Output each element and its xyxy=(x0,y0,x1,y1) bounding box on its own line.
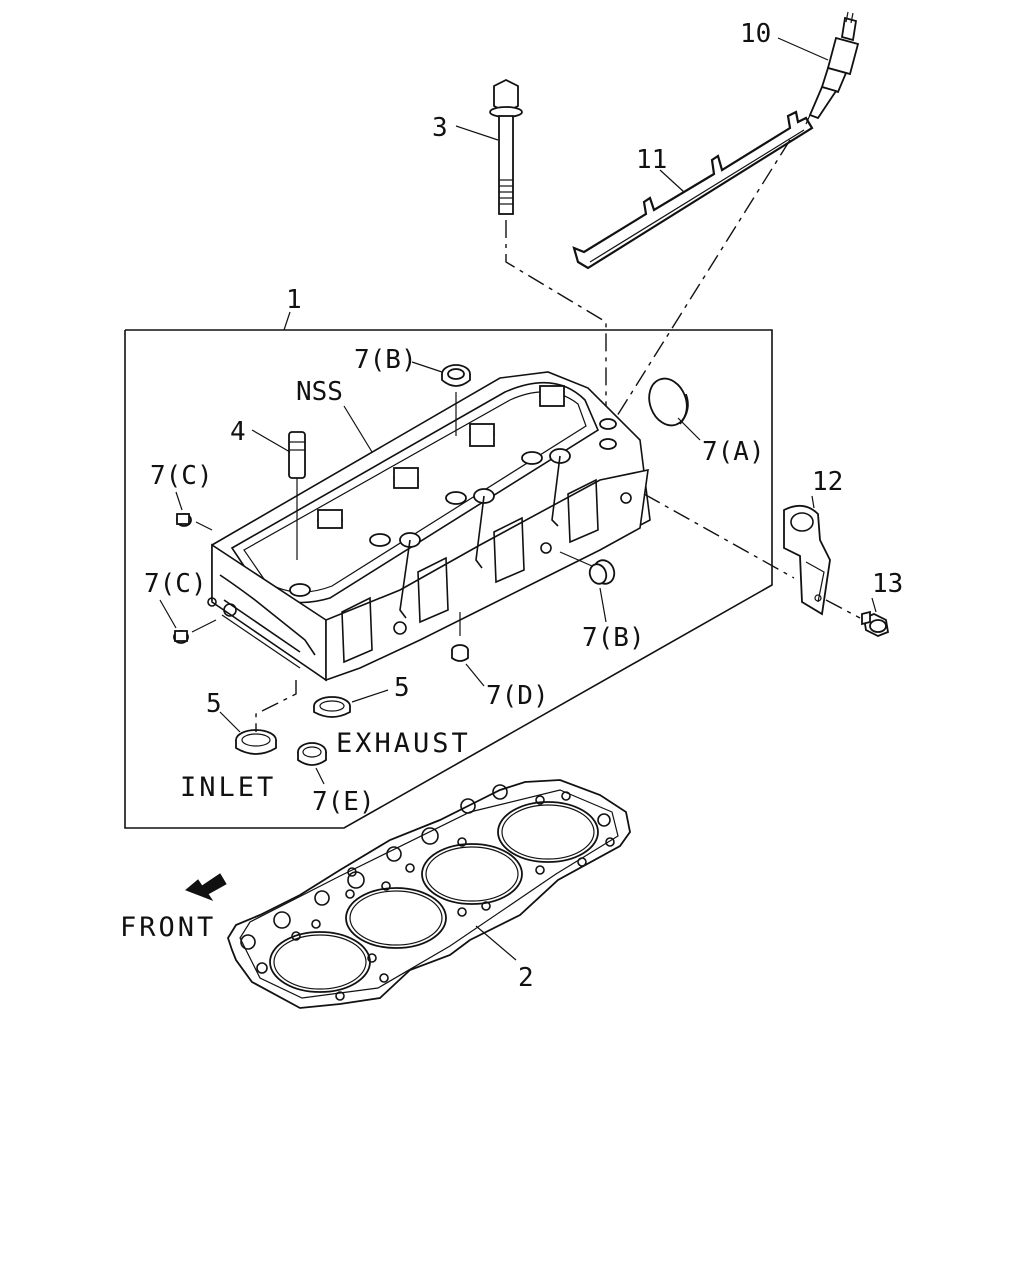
axis-7c-lower xyxy=(191,619,217,633)
callout-7d: 7(D) xyxy=(486,681,549,711)
plug-7c-upper xyxy=(176,513,192,527)
valve-guide xyxy=(288,431,306,479)
valve-seat-inlet xyxy=(235,729,277,755)
plug-7d xyxy=(451,644,469,662)
leader-7c-lower xyxy=(159,599,177,629)
connector-plate xyxy=(572,110,814,270)
plug-7e xyxy=(297,742,327,766)
callout-7c-upper: 7(C) xyxy=(150,461,213,491)
callout-4: 4 xyxy=(230,417,246,447)
callout-10: 10 xyxy=(740,19,771,49)
leader-12 xyxy=(811,495,815,509)
callout-5-inlet: 5 xyxy=(206,689,222,719)
axis-7c-upper xyxy=(195,521,213,531)
leader-13 xyxy=(871,597,877,613)
callout-7a: 7(A) xyxy=(702,437,765,467)
dash-connector-to-head xyxy=(601,139,791,441)
leader-4 xyxy=(251,429,291,453)
leader-11 xyxy=(659,169,685,193)
callout-7c-lower: 7(C) xyxy=(144,569,207,599)
expansion-plug-7a xyxy=(648,377,689,427)
arrow-down-left-icon xyxy=(185,873,227,902)
cylinder-head xyxy=(207,371,651,682)
callout-2: 2 xyxy=(518,963,534,993)
leader-7c-upper xyxy=(175,491,183,511)
callout-11: 11 xyxy=(636,145,667,175)
callout-12: 12 xyxy=(812,467,843,497)
callout-7b-top: 7(B) xyxy=(354,345,417,375)
callout-5-exhaust: 5 xyxy=(394,673,410,703)
label-front: FRONT xyxy=(120,912,216,943)
callout-7b-lower: 7(B) xyxy=(582,623,645,653)
plug-7b-lower xyxy=(588,559,616,585)
leader-1 xyxy=(283,311,291,331)
leader-3 xyxy=(455,125,499,141)
dash-bolt-to-head xyxy=(505,220,607,440)
callout-1: 1 xyxy=(286,285,302,315)
callout-7e: 7(E) xyxy=(312,787,375,817)
lifting-bracket xyxy=(783,504,831,616)
dash-bracket xyxy=(643,493,795,579)
leader-2 xyxy=(475,925,517,961)
label-inlet: INLET xyxy=(180,772,276,803)
leader-7e xyxy=(315,767,325,785)
axis-13 xyxy=(825,599,861,619)
glow-plug xyxy=(805,11,860,125)
bracket-bolt xyxy=(861,610,890,637)
leader-nss xyxy=(343,405,373,453)
leader-10 xyxy=(777,37,829,61)
head-bolt xyxy=(489,78,523,215)
dash-inlet-seat xyxy=(255,680,297,732)
leader-7d xyxy=(465,663,485,687)
plug-7b-top xyxy=(441,364,471,387)
label-nss: NSS xyxy=(296,377,343,407)
assembly-boundary xyxy=(124,329,773,829)
leader-5-exhaust xyxy=(351,689,389,703)
callout-3: 3 xyxy=(432,113,448,143)
callout-13: 13 xyxy=(872,569,903,599)
axis-7b-lower xyxy=(559,551,593,567)
leader-5-inlet xyxy=(219,711,241,733)
leader-7b-top xyxy=(411,361,443,373)
plug-7c-lower xyxy=(173,630,189,644)
head-gasket xyxy=(227,779,631,1009)
leader-7b-lower xyxy=(599,587,607,623)
valve-seat-exhaust xyxy=(313,696,351,718)
label-exhaust: EXHAUST xyxy=(336,728,471,759)
leader-7a xyxy=(677,417,701,441)
